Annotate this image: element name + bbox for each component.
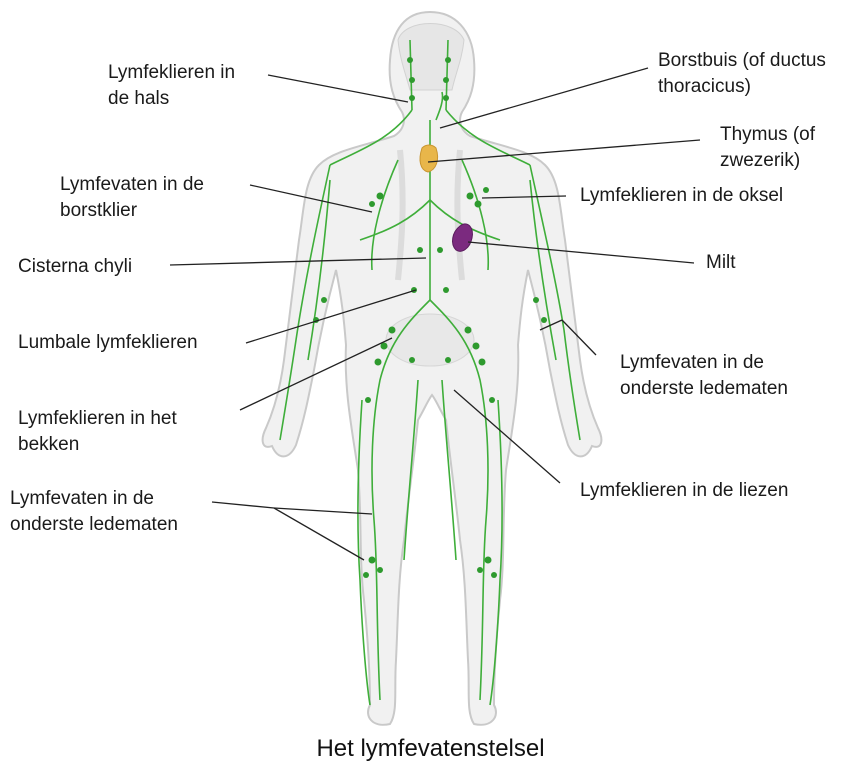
label-thymus-line2: zwezerik) [720,148,815,174]
label-cisterna-chyli-line1: Cisterna chyli [18,254,132,280]
label-thymus-line1: Thymus (of [720,122,815,148]
label-thymus: Thymus (of zwezerik) [720,122,815,174]
label-breast-vessels-line2: borstklier [60,198,204,224]
label-leg-vessels-line1: Lymfevaten in de [10,486,178,512]
diagram-caption: Het lymfevatenstelsel [0,735,861,763]
label-arm-vessels: Lymfevaten in de onderste ledematen [620,350,788,402]
label-axillary-nodes: Lymfeklieren in de oksel [580,183,783,209]
label-inguinal-nodes: Lymfeklieren in de liezen [580,478,788,504]
label-neck-nodes-line2: de hals [108,86,235,112]
label-leg-vessels: Lymfevaten in de onderste ledematen [10,486,178,538]
label-spleen: Milt [706,250,736,276]
label-thoracic-duct-line1: Borstbuis (of ductus [658,48,826,74]
label-inguinal-nodes-line1: Lymfeklieren in de liezen [580,478,788,504]
label-arm-vessels-line1: Lymfevaten in de [620,350,788,376]
label-pelvic-nodes-line2: bekken [18,432,177,458]
label-neck-nodes: Lymfeklieren in de hals [108,60,235,112]
label-pelvic-nodes: Lymfeklieren in het bekken [18,406,177,458]
label-breast-vessels-line1: Lymfevaten in de [60,172,204,198]
label-axillary-nodes-line1: Lymfeklieren in de oksel [580,183,783,209]
label-lumbar-nodes: Lumbale lymfeklieren [18,330,198,356]
label-thoracic-duct: Borstbuis (of ductus thoracicus) [658,48,826,100]
label-thoracic-duct-line2: thoracicus) [658,74,826,100]
human-body-silhouette [263,12,602,725]
label-breast-vessels: Lymfevaten in de borstklier [60,172,204,224]
label-cisterna-chyli: Cisterna chyli [18,254,132,280]
label-arm-vessels-line2: onderste ledematen [620,376,788,402]
label-leg-vessels-line2: onderste ledematen [10,512,178,538]
label-neck-nodes-line1: Lymfeklieren in [108,60,235,86]
label-spleen-line1: Milt [706,250,736,276]
label-pelvic-nodes-line1: Lymfeklieren in het [18,406,177,432]
label-lumbar-nodes-line1: Lumbale lymfeklieren [18,330,198,356]
